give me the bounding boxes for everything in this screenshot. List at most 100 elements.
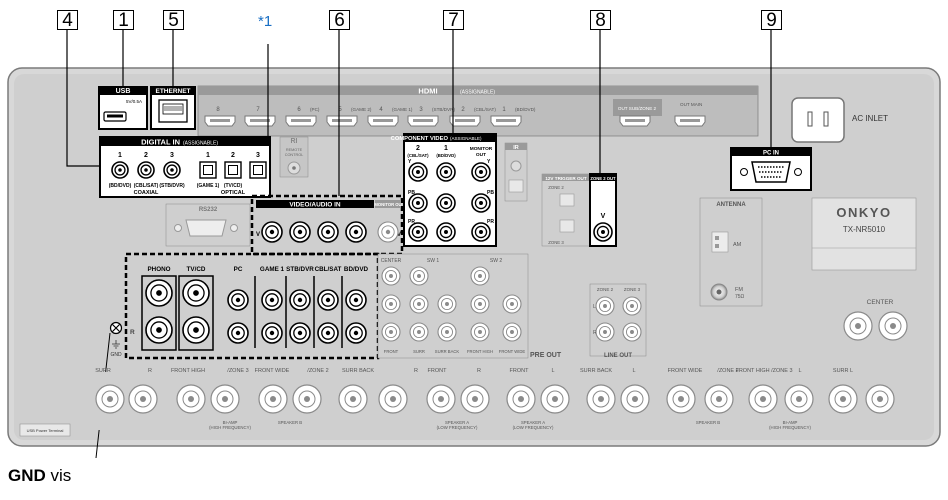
line-out-jack-l[interactable] bbox=[595, 296, 615, 316]
coax-jack[interactable] bbox=[163, 161, 181, 179]
am-terminal[interactable] bbox=[711, 231, 729, 253]
pre-out-sw1-jack[interactable] bbox=[409, 266, 429, 286]
speaker-terminal-post bbox=[632, 396, 638, 402]
coax-jack[interactable] bbox=[111, 161, 129, 179]
pre-out-jack-r[interactable] bbox=[502, 322, 522, 342]
component-jack[interactable] bbox=[408, 193, 428, 213]
component-jack[interactable] bbox=[471, 193, 491, 213]
hdmi-in-port[interactable] bbox=[244, 115, 276, 127]
speaker-terminal[interactable] bbox=[506, 384, 536, 414]
video-in-jack-ring bbox=[349, 225, 363, 239]
video-in-jack[interactable] bbox=[261, 221, 283, 243]
pre-out-jack-r[interactable] bbox=[437, 322, 457, 342]
component-jack[interactable] bbox=[408, 222, 428, 242]
audio-in-jack-l[interactable] bbox=[317, 289, 339, 311]
optical-jack[interactable] bbox=[249, 161, 267, 179]
audio-in-jack-r[interactable] bbox=[261, 322, 283, 344]
speaker-terminal[interactable] bbox=[128, 384, 158, 414]
ac-inlet-pin-left bbox=[807, 111, 813, 127]
component-jack[interactable] bbox=[436, 222, 456, 242]
pre-out-jack-r[interactable] bbox=[409, 322, 429, 342]
hdmi-in-port[interactable] bbox=[449, 115, 481, 127]
speaker-terminal[interactable] bbox=[666, 384, 696, 414]
hdmi-in-port[interactable] bbox=[367, 115, 399, 127]
speaker-terminal[interactable] bbox=[95, 384, 125, 414]
speaker-terminal[interactable] bbox=[540, 384, 570, 414]
video-in-jack[interactable] bbox=[289, 221, 311, 243]
component-jack[interactable] bbox=[436, 162, 456, 182]
speaker-terminal[interactable] bbox=[586, 384, 616, 414]
pre-out-jack-l-ring bbox=[412, 297, 426, 311]
pre-out-sw2-jack[interactable] bbox=[470, 266, 490, 286]
rs232-port[interactable] bbox=[185, 219, 227, 237]
coax-jack[interactable] bbox=[137, 161, 155, 179]
speaker-terminal[interactable] bbox=[210, 384, 240, 414]
trigger-zone3-jack[interactable] bbox=[559, 219, 575, 233]
ri-title: RI bbox=[291, 138, 298, 145]
trigger-zone2-jack[interactable] bbox=[559, 193, 575, 207]
hdmi-in-number: 8 bbox=[216, 107, 220, 113]
pre-out-jack-l[interactable] bbox=[381, 294, 401, 314]
audio-in-jack-r[interactable] bbox=[289, 322, 311, 344]
audio-in-jack-l[interactable] bbox=[145, 279, 173, 307]
hdmi-in-port[interactable] bbox=[204, 115, 236, 127]
component-jack[interactable] bbox=[408, 162, 428, 182]
speaker-terminal[interactable] bbox=[748, 384, 778, 414]
pre-out-jack-l[interactable] bbox=[437, 294, 457, 314]
pre-out-jack-l[interactable] bbox=[470, 294, 490, 314]
line-out-jack-l[interactable] bbox=[622, 296, 642, 316]
center-speaker-terminal[interactable] bbox=[878, 311, 908, 341]
speaker-terminal[interactable] bbox=[292, 384, 322, 414]
line-out-jack-r[interactable] bbox=[595, 322, 615, 342]
audio-in-jack-r[interactable] bbox=[145, 316, 173, 344]
speaker-terminal[interactable] bbox=[620, 384, 650, 414]
zone2-out-jack[interactable] bbox=[593, 222, 613, 242]
audio-in-label: TV/CD bbox=[187, 266, 206, 273]
ir-jack-2[interactable] bbox=[508, 179, 524, 193]
speaker-terminal[interactable] bbox=[828, 384, 858, 414]
hdmi-in-port[interactable] bbox=[285, 115, 317, 127]
video-in-jack[interactable] bbox=[345, 221, 367, 243]
audio-in-jack-l[interactable] bbox=[227, 289, 249, 311]
line-out-jack-r[interactable] bbox=[622, 322, 642, 342]
speaker-terminal[interactable] bbox=[704, 384, 734, 414]
ac-inlet[interactable] bbox=[791, 97, 845, 143]
pre-out-jack-l[interactable] bbox=[409, 294, 429, 314]
speaker-terminal[interactable] bbox=[176, 384, 206, 414]
speaker-terminal[interactable] bbox=[784, 384, 814, 414]
audio-in-jack-l[interactable] bbox=[345, 289, 367, 311]
monitor-out-video-jack[interactable] bbox=[377, 221, 399, 243]
audio-in-jack-r[interactable] bbox=[345, 322, 367, 344]
video-in-jack[interactable] bbox=[317, 221, 339, 243]
hdmi-in-port[interactable] bbox=[407, 115, 439, 127]
pre-out-jack-l[interactable] bbox=[502, 294, 522, 314]
hdmi-in-port[interactable] bbox=[326, 115, 358, 127]
pre-out-jack-r[interactable] bbox=[470, 322, 490, 342]
audio-in-jack-r[interactable] bbox=[317, 322, 339, 344]
hdmi-in-port[interactable] bbox=[490, 115, 522, 127]
speaker-terminal[interactable] bbox=[460, 384, 490, 414]
hdmi-out-main-port[interactable] bbox=[674, 115, 706, 127]
speaker-terminal[interactable] bbox=[865, 384, 895, 414]
audio-in-jack-l[interactable] bbox=[289, 289, 311, 311]
component-video-assignable: (ASSIGNABLE) bbox=[450, 136, 482, 141]
pre-out-center-jack[interactable] bbox=[381, 266, 401, 286]
audio-in-jack-r[interactable] bbox=[227, 322, 249, 344]
component-jack[interactable] bbox=[471, 162, 491, 182]
speaker-terminal[interactable] bbox=[378, 384, 408, 414]
optical-jack[interactable] bbox=[224, 161, 242, 179]
ir-jack[interactable] bbox=[510, 160, 522, 172]
gnd-caption-bold: GND bbox=[8, 466, 46, 485]
audio-in-jack-l[interactable] bbox=[182, 279, 210, 307]
speaker-terminal[interactable] bbox=[258, 384, 288, 414]
component-jack[interactable] bbox=[471, 222, 491, 242]
speaker-terminal[interactable] bbox=[426, 384, 456, 414]
hdmi-out-sub-port[interactable] bbox=[619, 115, 651, 127]
audio-in-jack-r[interactable] bbox=[182, 316, 210, 344]
center-speaker-terminal[interactable] bbox=[843, 311, 873, 341]
optical-jack[interactable] bbox=[199, 161, 217, 179]
speaker-terminal[interactable] bbox=[338, 384, 368, 414]
pre-out-jack-r[interactable] bbox=[381, 322, 401, 342]
component-jack[interactable] bbox=[436, 193, 456, 213]
audio-in-jack-l[interactable] bbox=[261, 289, 283, 311]
